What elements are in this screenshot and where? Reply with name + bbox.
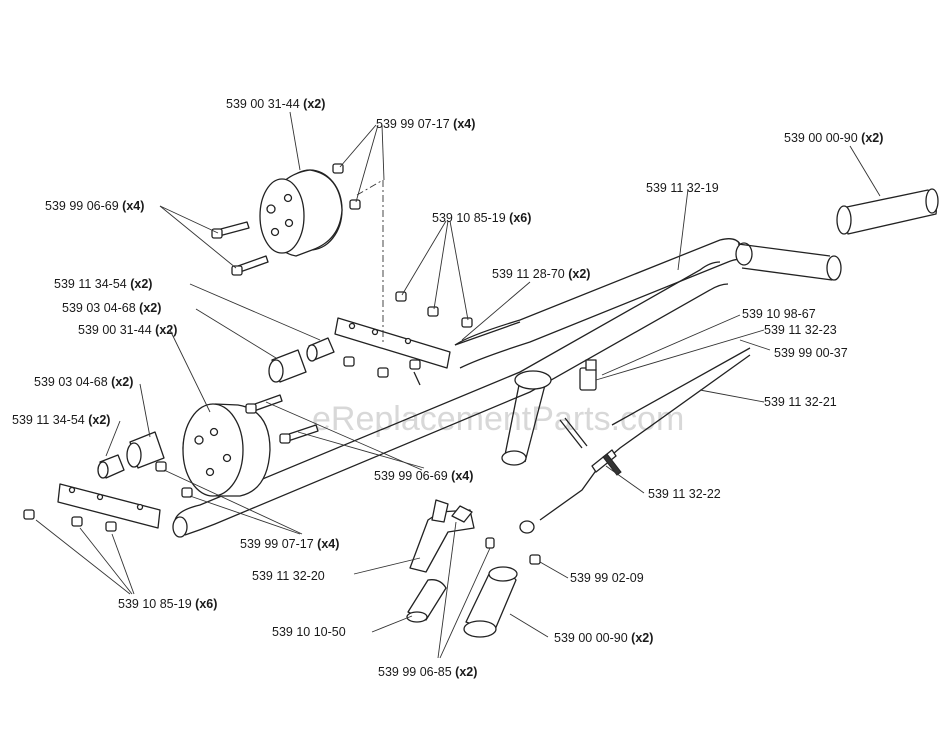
label-part-number: 539 00 31-44 (x2) <box>78 323 177 337</box>
label-part-number: 539 11 34-54 (x2) <box>54 277 152 291</box>
upper-bracket <box>334 291 473 386</box>
label-part-number: 539 99 07-17 (x4) <box>376 117 475 131</box>
label-part-number: 539 00 31-44 (x2) <box>226 97 325 111</box>
label-part-number: 539 11 32-19 <box>646 181 719 195</box>
label-part-number: 539 00 00-90 (x2) <box>554 631 653 645</box>
grip-upper <box>836 188 939 235</box>
label-part-number: 539 11 32-23 <box>764 323 837 337</box>
label-part-number: 539 99 07-17 (x4) <box>240 537 339 551</box>
label-part-number: 539 10 10-50 <box>272 625 346 639</box>
lower-wheel <box>182 403 271 497</box>
upper-spacers <box>268 337 335 383</box>
label-part-number: 539 11 32-21 <box>764 395 837 409</box>
label-part-number: 539 11 34-54 (x2) <box>12 413 110 427</box>
label-part-number: 539 10 85-19 (x6) <box>432 211 531 225</box>
label-part-number: 539 99 06-85 (x2) <box>378 665 477 679</box>
label-part-number: 539 10 98-67 <box>742 307 816 321</box>
leader-lines <box>35 111 881 659</box>
throttle-cable <box>519 347 751 565</box>
label-part-number: 539 03 04-68 (x2) <box>34 375 133 389</box>
lower-spacers <box>97 431 165 479</box>
label-part-number: 539 99 00-37 <box>774 346 848 360</box>
label-part-number: 539 99 06-69 (x4) <box>45 199 144 213</box>
label-part-number: 539 00 00-90 (x2) <box>784 131 883 145</box>
lower-bracket <box>23 483 161 532</box>
label-part-number: 539 99 06-69 (x4) <box>374 469 473 483</box>
label-part-number: 539 10 85-19 (x6) <box>118 597 217 611</box>
grip-lower <box>463 566 518 638</box>
upper-wheel-bolts <box>211 163 361 276</box>
throttle-lever <box>409 499 495 573</box>
lever-sleeve <box>406 579 447 623</box>
label-part-number: 539 03 04-68 (x2) <box>62 301 161 315</box>
label-part-number: 539 11 32-20 <box>252 569 325 583</box>
label-part-number: 539 11 32-22 <box>648 487 721 501</box>
handle-tube-assembly <box>172 238 842 538</box>
upper-wheel <box>259 169 343 257</box>
part-labels: 539 00 31-44 (x2) 539 99 07-17 (x4) 539 … <box>12 97 883 679</box>
label-part-number: 539 11 28-70 (x2) <box>492 267 590 281</box>
label-part-number: 539 99 02-09 <box>570 571 644 585</box>
